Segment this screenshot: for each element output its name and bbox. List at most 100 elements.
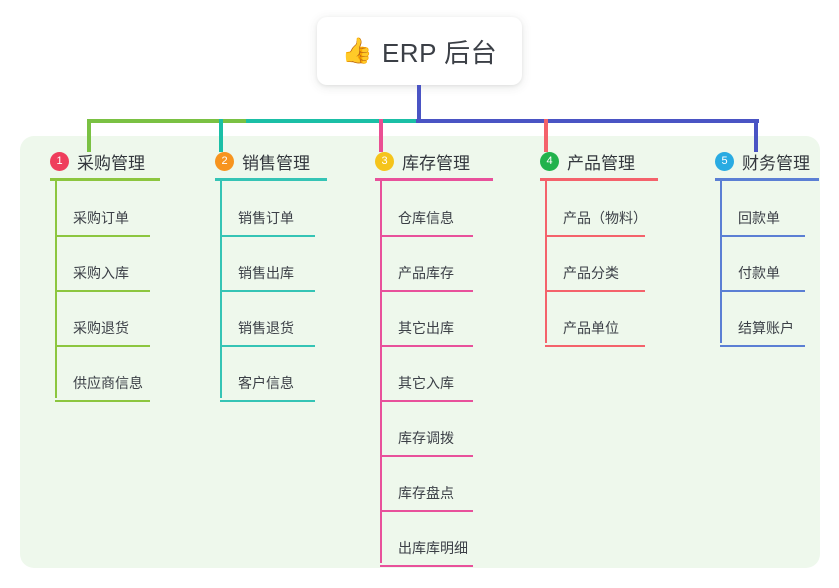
- tree-item-underline: [380, 565, 473, 567]
- connector-drop-2: [219, 119, 223, 152]
- bus-segment-1: [88, 119, 248, 123]
- tree-item[interactable]: 销售出库: [220, 237, 315, 292]
- column-title-5: 财务管理: [742, 153, 810, 173]
- tree-item[interactable]: 付款单: [720, 237, 805, 292]
- tree-item-underline: [380, 290, 473, 292]
- tree-item[interactable]: 结算账户: [720, 292, 805, 347]
- tree-panel: [20, 136, 820, 568]
- tree-item[interactable]: 出库库明细: [380, 512, 473, 567]
- column-underline-1: [50, 178, 160, 181]
- tree-item[interactable]: 采购订单: [55, 182, 150, 237]
- tree-item-label: 其它入库: [398, 375, 454, 391]
- column-title-2: 销售管理: [242, 153, 310, 173]
- tree-item-label: 采购订单: [73, 210, 129, 226]
- column-badge-4: 4: [540, 151, 559, 171]
- tree-item[interactable]: 销售退货: [220, 292, 315, 347]
- tree-item-underline: [720, 290, 805, 292]
- column-header-1[interactable]: 1 采购管理: [35, 146, 145, 176]
- tree-item-underline: [380, 345, 473, 347]
- tree-item-underline: [545, 290, 645, 292]
- column-title-1: 采购管理: [77, 153, 145, 173]
- bus-segment-3: [416, 119, 759, 123]
- tree-item-underline: [545, 345, 645, 347]
- tree-item-underline: [380, 235, 473, 237]
- column-badge-3: 3: [375, 151, 394, 171]
- tree-item-label: 出库库明细: [398, 540, 468, 556]
- thumbs-up-icon: 👍: [341, 36, 373, 65]
- tree-item-label: 产品（物料）: [563, 210, 647, 226]
- tree-item[interactable]: 其它入库: [380, 347, 473, 402]
- tree-item-label: 库存调拨: [398, 430, 454, 446]
- tree-item[interactable]: 库存盘点: [380, 457, 473, 512]
- tree-item-label: 销售出库: [238, 265, 294, 281]
- column-header-2[interactable]: 2 销售管理: [200, 146, 310, 176]
- connector-drop-4: [544, 119, 548, 152]
- tree-item-label: 产品单位: [563, 320, 619, 336]
- tree-item-underline: [380, 400, 473, 402]
- root-node[interactable]: 👍 ERP 后台: [317, 17, 522, 85]
- tree-item-underline: [220, 235, 315, 237]
- tree-item-label: 产品库存: [398, 265, 454, 281]
- tree-item-underline: [380, 455, 473, 457]
- tree-item[interactable]: 仓库信息: [380, 182, 473, 237]
- tree-item-underline: [55, 235, 150, 237]
- tree-item[interactable]: 供应商信息: [55, 347, 150, 402]
- tree-item[interactable]: 产品库存: [380, 237, 473, 292]
- tree-item[interactable]: 采购退货: [55, 292, 150, 347]
- column-underline-3: [375, 178, 493, 181]
- tree-item-underline: [55, 290, 150, 292]
- tree-item-label: 销售订单: [238, 210, 294, 226]
- tree-item-underline: [220, 290, 315, 292]
- column-spine-4: [545, 178, 547, 343]
- column-badge-5: 5: [715, 151, 734, 171]
- tree-item-underline: [220, 400, 315, 402]
- column-title-3: 库存管理: [402, 153, 470, 173]
- tree-item[interactable]: 产品单位: [545, 292, 645, 347]
- tree-item-underline: [220, 345, 315, 347]
- tree-item[interactable]: 回款单: [720, 182, 805, 237]
- root-stem: [417, 85, 421, 123]
- tree-item-underline: [720, 235, 805, 237]
- tree-item[interactable]: 销售订单: [220, 182, 315, 237]
- column-title-4: 产品管理: [567, 153, 635, 173]
- tree-item[interactable]: 采购入库: [55, 237, 150, 292]
- tree-item-label: 其它出库: [398, 320, 454, 336]
- column-spine-1: [55, 178, 57, 398]
- tree-item-label: 客户信息: [238, 375, 294, 391]
- bus-segment-2: [246, 119, 418, 123]
- tree-item-label: 回款单: [738, 210, 780, 226]
- tree-item-label: 结算账户: [738, 320, 794, 336]
- tree-item[interactable]: 产品（物料）: [545, 182, 647, 237]
- tree-item-label: 付款单: [738, 265, 780, 281]
- root-title: ERP 后台: [381, 37, 498, 68]
- column-spine-5: [720, 178, 722, 343]
- connector-drop-3: [379, 119, 383, 152]
- column-badge-2: 2: [215, 151, 234, 171]
- tree-item-label: 库存盘点: [398, 485, 454, 501]
- tree-item-label: 销售退货: [238, 320, 294, 336]
- tree-item-underline: [55, 400, 150, 402]
- tree-item-label: 仓库信息: [398, 210, 454, 226]
- tree-item-underline: [380, 510, 473, 512]
- tree-item-label: 产品分类: [563, 265, 619, 281]
- column-underline-5: [715, 178, 819, 181]
- tree-item-label: 采购入库: [73, 265, 129, 281]
- column-header-4[interactable]: 4 产品管理: [525, 146, 635, 176]
- column-spine-2: [220, 178, 222, 398]
- tree-item-underline: [55, 345, 150, 347]
- tree-item-label: 采购退货: [73, 320, 129, 336]
- tree-item[interactable]: 客户信息: [220, 347, 315, 402]
- connector-drop-5: [754, 119, 758, 152]
- column-header-3[interactable]: 3 库存管理: [360, 146, 470, 176]
- tree-item-underline: [720, 345, 805, 347]
- column-badge-1: 1: [50, 151, 69, 171]
- tree-item[interactable]: 其它出库: [380, 292, 473, 347]
- column-header-5[interactable]: 5 财务管理: [700, 146, 810, 176]
- tree-item[interactable]: 库存调拨: [380, 402, 473, 457]
- connector-drop-1: [87, 119, 91, 152]
- tree-item[interactable]: 产品分类: [545, 237, 645, 292]
- column-underline-2: [215, 178, 327, 181]
- column-spine-3: [380, 178, 382, 563]
- column-underline-4: [540, 178, 658, 181]
